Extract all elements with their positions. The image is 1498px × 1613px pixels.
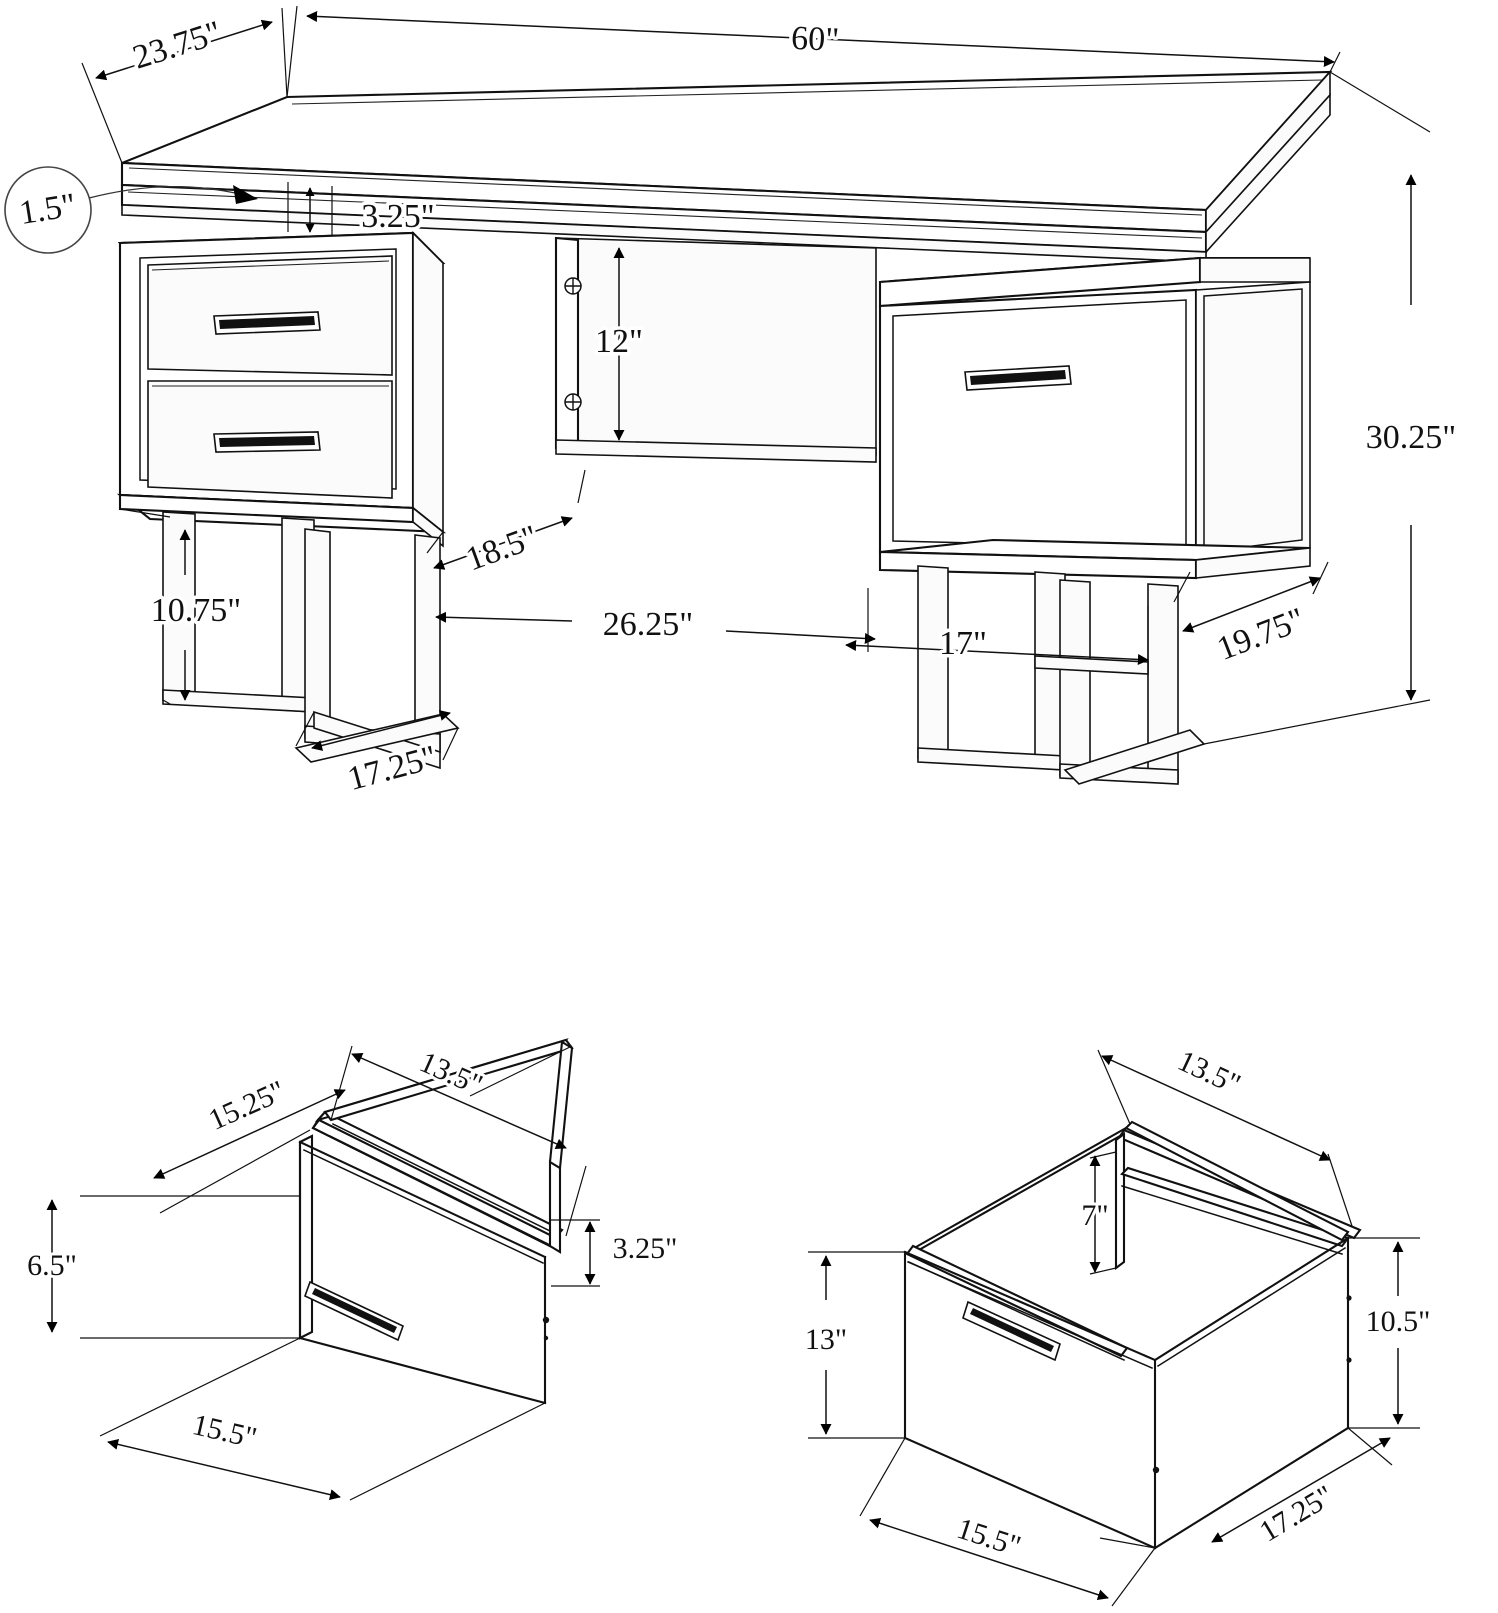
dimension-dl-face-height: 6.5" bbox=[24, 1195, 300, 1339]
dim-label-23-75: 23.75" bbox=[129, 14, 226, 76]
left-drawer-lower[interactable] bbox=[147, 380, 393, 499]
drawer-pull-handle[interactable] bbox=[213, 311, 321, 335]
dim-label-60: 60" bbox=[790, 20, 839, 59]
right-base-frame bbox=[917, 565, 1206, 785]
dimension-dr-face-height: 13" bbox=[802, 1251, 905, 1439]
drawer-detail-left-view: 15.25" 13.5" 6.5" 3.25" 15.5 bbox=[24, 1038, 680, 1501]
dim-label-10-5: 10.5" bbox=[1366, 1305, 1431, 1338]
callout-top-thickness: 1.5" bbox=[4, 166, 258, 254]
left-drawer-upper[interactable] bbox=[147, 255, 393, 376]
dimension-dr-inner-height: 7" bbox=[1078, 1151, 1117, 1275]
dim-label-18-5: 18.5" bbox=[461, 519, 543, 579]
dimension-pedestal-depth-left: 18.5" bbox=[426, 469, 586, 582]
dim-label-3-25-drawer: 3.25" bbox=[613, 1232, 678, 1265]
dim-label-13-5-left: 13.5" bbox=[415, 1045, 488, 1101]
dimension-knee-width: 26.25" bbox=[435, 602, 876, 646]
main-dimensions: 23.75" 60" 1.5" 3.25" 12" bbox=[4, 5, 1460, 801]
dimension-overall-height: 30.25" bbox=[1203, 71, 1460, 745]
drawer-body-right bbox=[903, 1236, 1352, 1550]
dim-label-6-5: 6.5" bbox=[27, 1249, 77, 1282]
dim-label-7: 7" bbox=[1081, 1199, 1108, 1232]
dimension-dl-box-height: 3.25" bbox=[551, 1219, 680, 1287]
dim-label-3-25-apron: 3.25" bbox=[361, 198, 434, 235]
desktop-panel bbox=[120, 69, 1333, 235]
drawer-detail-right-view: 13.5" 7" 10.5" 13" bbox=[802, 1041, 1433, 1607]
dim-label-10-75: 10.75" bbox=[151, 592, 241, 629]
dimension-dr-width: 15.5" bbox=[859, 1437, 1156, 1607]
left-base-frame bbox=[162, 511, 315, 713]
dimension-center-opening: 12" bbox=[592, 247, 646, 441]
right-pedestal bbox=[878, 256, 1311, 785]
dim-label-30-25: 30.25" bbox=[1366, 419, 1456, 456]
dimension-pedestal-width-right: 17" bbox=[845, 588, 1149, 672]
main-desk-view bbox=[116, 69, 1333, 785]
dimension-dr-box-height: 10.5" bbox=[1348, 1237, 1433, 1429]
screw-icon bbox=[564, 277, 582, 295]
dim-label-19-75: 19.75" bbox=[1212, 601, 1310, 668]
drawer-pull-handle[interactable] bbox=[304, 1280, 404, 1342]
dimension-dr-depth: 17.25" bbox=[1099, 1427, 1393, 1551]
drawer-pull-handle[interactable] bbox=[962, 1300, 1061, 1362]
dim-label-15-25: 15.25" bbox=[204, 1074, 290, 1137]
drawer-pull-handle[interactable] bbox=[213, 431, 321, 453]
right-drawer[interactable] bbox=[878, 288, 1198, 562]
dim-label-17: 17" bbox=[939, 625, 987, 662]
dimension-leg-clearance: 10.75" bbox=[119, 508, 245, 705]
dim-label-13: 13" bbox=[805, 1323, 847, 1356]
dim-label-15-5-left: 15.5" bbox=[189, 1408, 260, 1455]
dim-label-17-25-right: 17.25" bbox=[1254, 1479, 1339, 1548]
left-pedestal bbox=[116, 231, 460, 770]
drawer-pull-handle[interactable] bbox=[964, 365, 1072, 391]
center-knee-space bbox=[554, 236, 877, 463]
dimension-apron: 3.25" bbox=[287, 182, 438, 238]
drawer-top-frame-right bbox=[905, 1120, 1350, 1361]
dim-label-15-5-right: 15.5" bbox=[953, 1512, 1025, 1563]
dimension-width-top: 60" bbox=[286, 5, 1341, 98]
dim-label-12: 12" bbox=[595, 323, 643, 360]
screw-icon bbox=[564, 393, 582, 411]
dim-label-26-25: 26.25" bbox=[603, 606, 693, 643]
